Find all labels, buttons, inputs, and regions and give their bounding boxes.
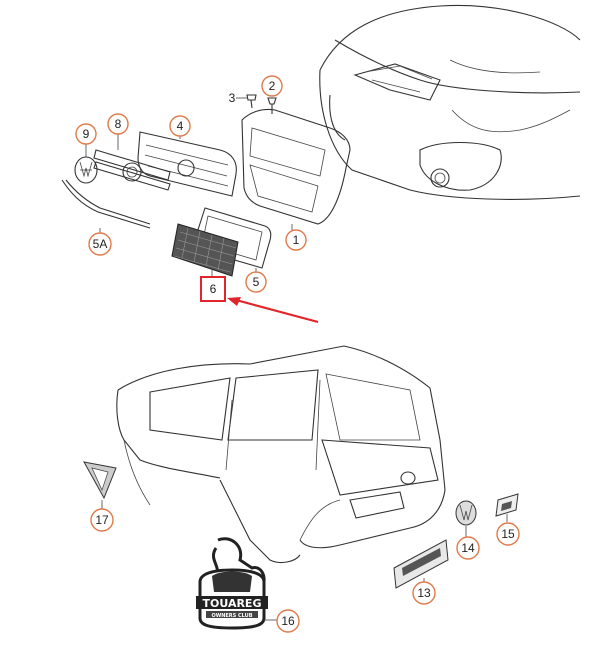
callout-17: 17	[90, 508, 114, 532]
upper-grille-part	[137, 131, 237, 197]
callout-15-label: 15	[501, 527, 515, 541]
trim-strip-part	[61, 179, 151, 236]
callout-5-label: 5	[253, 275, 260, 289]
callout-14-label: 14	[461, 541, 475, 555]
rear-vw-emblem-part	[455, 500, 477, 538]
vw-emblem-part	[74, 143, 98, 184]
emblem-sub-text: OWNERS CLUB	[211, 613, 252, 619]
callout-3: 3	[229, 91, 236, 105]
callout-2: 2	[261, 75, 283, 97]
part-6-highlight-box	[200, 276, 226, 302]
callout-1: 1	[285, 229, 307, 251]
callout-16: 16	[276, 609, 300, 633]
emblem-model-text: TOUAREG	[203, 597, 262, 610]
side-emblem-part	[83, 461, 117, 510]
rear-vehicle-outline	[116, 345, 446, 564]
front-vehicle-outline	[319, 4, 581, 200]
touareg-emblem-part: TOUAREG OWNERS CLUB	[196, 537, 278, 630]
callout-9-label: 9	[83, 127, 90, 141]
rear-badge-part	[495, 493, 519, 522]
callout-15: 15	[496, 522, 520, 546]
callout-1-label: 1	[293, 233, 300, 247]
mesh-insert-part	[171, 223, 239, 277]
callout-2-label: 2	[269, 79, 276, 93]
callout-14: 14	[456, 536, 480, 560]
chrome-strip-part	[93, 133, 171, 191]
callout-13-label: 13	[417, 586, 431, 600]
callout-5: 5	[245, 271, 267, 293]
callout-17-label: 17	[95, 513, 109, 527]
callout-6-label: 6	[210, 282, 217, 296]
callout-5a-label: 5A	[93, 237, 108, 251]
callout-6: 6	[210, 282, 217, 296]
pointer-arrow	[227, 297, 319, 324]
callout-5a: 5A	[88, 232, 112, 256]
callout-16-label: 16	[281, 614, 295, 628]
callout-4-label: 4	[177, 119, 184, 133]
callout-13: 13	[412, 581, 436, 605]
callout-9: 9	[75, 123, 97, 145]
callout-8-label: 8	[115, 117, 122, 131]
grille-frame-part	[241, 108, 351, 230]
screw-parts	[236, 94, 277, 114]
nameplate-part	[393, 539, 449, 589]
callout-8: 8	[107, 113, 129, 135]
callout-3-label: 3	[229, 91, 236, 105]
callout-4: 4	[169, 115, 191, 137]
